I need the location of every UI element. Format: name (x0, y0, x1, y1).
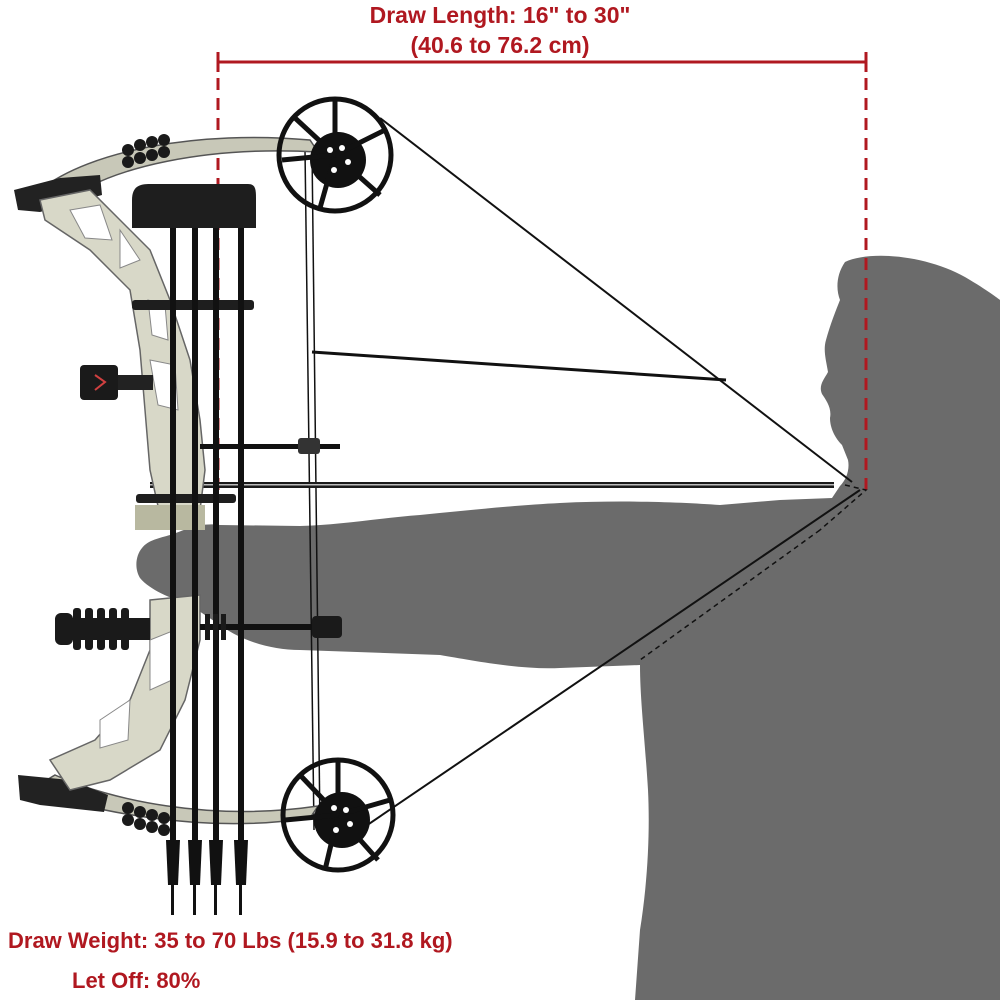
riser (39, 189, 206, 791)
upper-cam (276, 96, 394, 214)
upper-limb (14, 134, 320, 212)
quiver-arrows (166, 228, 248, 915)
stabilizer (55, 608, 342, 650)
sight (80, 365, 153, 400)
archer-silhouette (136, 255, 1000, 1000)
lower-limb (18, 774, 320, 836)
lower-cam (280, 757, 396, 873)
arrow-rest (200, 438, 340, 454)
let-off-label: Let Off: 80% (72, 968, 201, 993)
draw-weight-label: Draw Weight: 35 to 70 Lbs (15.9 to 31.8 … (8, 928, 453, 953)
draw-length-metric-label: (40.6 to 76.2 cm) (410, 32, 590, 58)
nocked-arrow (150, 482, 834, 488)
bowstring (304, 117, 868, 831)
draw-length-label: Draw Length: 16" to 30" (369, 2, 631, 28)
